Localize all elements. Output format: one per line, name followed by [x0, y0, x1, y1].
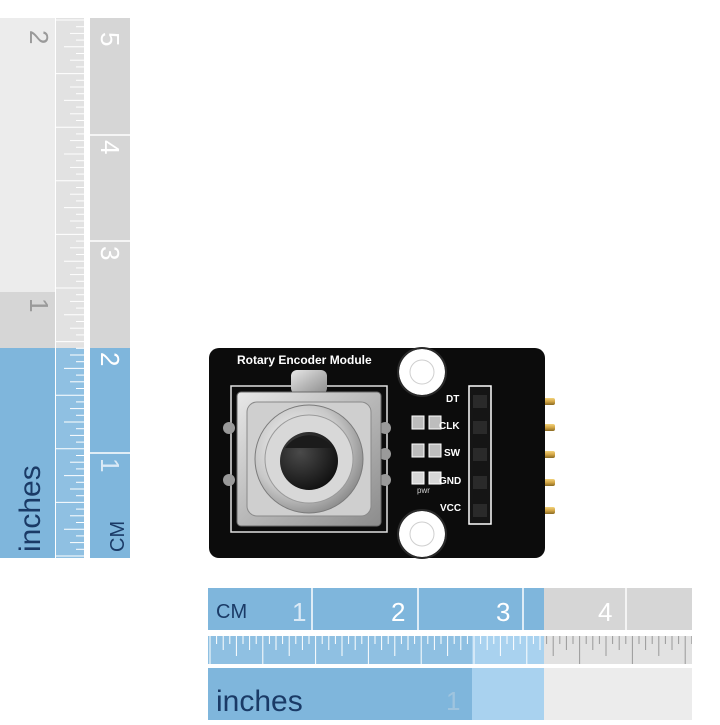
- rotary-encoder-module: Rotary Encoder Module: [205, 340, 565, 564]
- h-inch-number-1: 1: [446, 686, 460, 716]
- v-cm-number-1: 1: [95, 458, 125, 472]
- pin-label-sw: SW: [444, 448, 461, 459]
- encoder-knob: [280, 432, 338, 490]
- vertical-ruler-graphic: 2 1 inches 5 4 3 2 1 CM: [0, 18, 130, 558]
- horizontal-ruler-graphic: CM 1 2 3 4 inches 1: [208, 588, 693, 720]
- v-cm-number-3: 3: [95, 246, 125, 260]
- mounting-hole-top: [397, 347, 447, 397]
- smd-resistors: [411, 415, 442, 485]
- vertical-ruler: 2 1 inches 5 4 3 2 1 CM: [0, 0, 135, 560]
- pin-label-dt: DT: [446, 394, 459, 405]
- module-graphic: Rotary Encoder Module: [209, 347, 555, 559]
- h-inch-label: inches: [216, 685, 303, 718]
- v-inch-label: inches: [14, 465, 47, 552]
- v-cm-number-4: 4: [95, 140, 125, 154]
- v-cm-number-2: 2: [95, 352, 125, 366]
- h-cm-number-3: 3: [496, 597, 510, 627]
- v-inch-number-1: 1: [24, 298, 54, 312]
- pin-header: [468, 385, 492, 525]
- horizontal-ruler: CM 1 2 3 4 inches 1: [208, 588, 693, 720]
- h-cm-number-2: 2: [391, 597, 405, 627]
- module-title: Rotary Encoder Module: [237, 353, 372, 367]
- h-cm-label: CM: [216, 601, 247, 623]
- led-label: pwr: [417, 486, 430, 495]
- mounting-hole-bottom: [397, 509, 447, 559]
- h-cm-number-1: 1: [292, 597, 306, 627]
- v-cm-label: CM: [107, 521, 129, 552]
- pin-label-vcc: VCC: [440, 503, 461, 514]
- pin-label-gnd: GND: [439, 476, 461, 487]
- pin-label-clk: CLK: [439, 421, 460, 432]
- v-cm-number-5: 5: [95, 32, 125, 46]
- h-cm-number-4: 4: [598, 597, 612, 627]
- v-inch-number-2: 2: [24, 30, 54, 44]
